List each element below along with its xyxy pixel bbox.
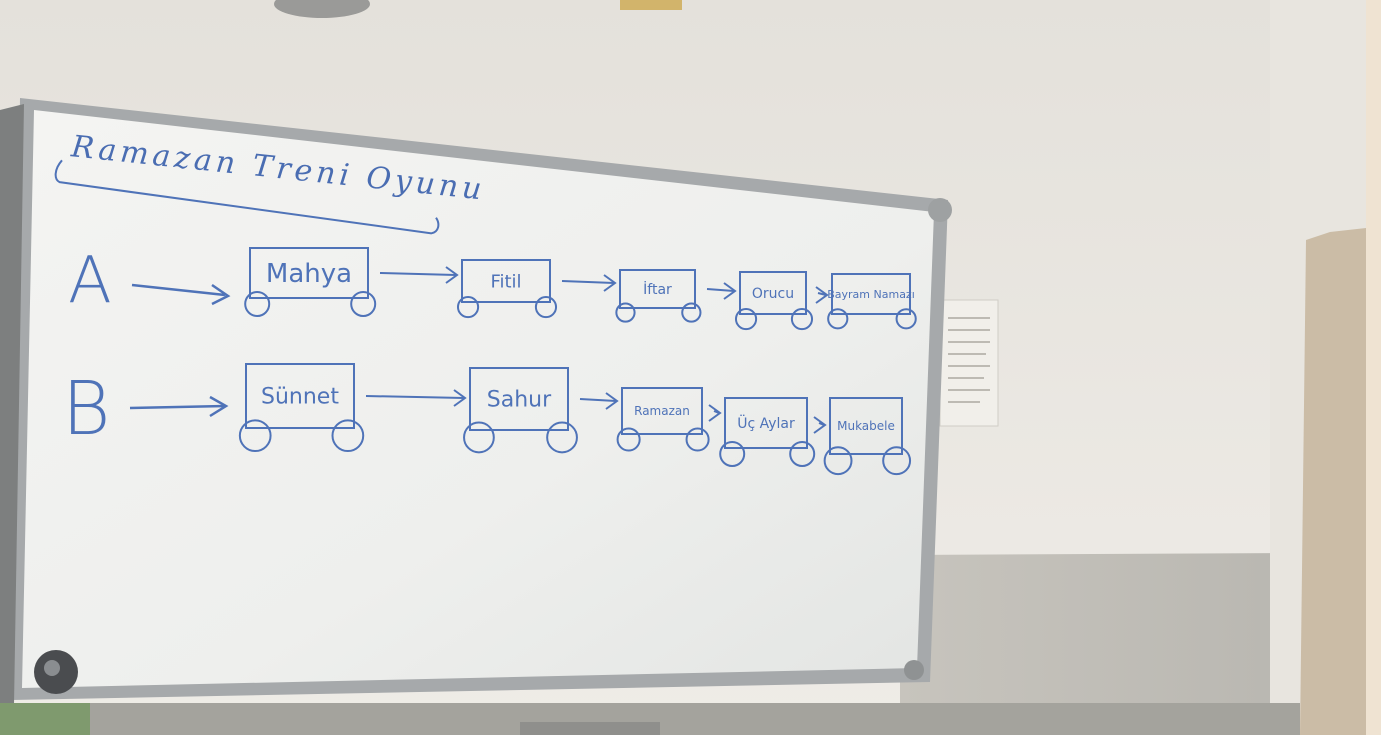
train-car-label: Mahya <box>266 259 352 289</box>
train-car-body <box>829 397 903 455</box>
connector-arrow <box>561 274 617 292</box>
train-wheel <box>734 307 758 331</box>
train-car: İftar <box>615 269 702 323</box>
train-car: Üç Aylar <box>719 397 816 467</box>
train-car: Sünnet <box>238 363 365 453</box>
train-wheel <box>463 421 495 454</box>
train-label: B <box>62 366 110 452</box>
right-edge-strip <box>1366 0 1381 735</box>
train-wheel <box>244 291 271 317</box>
train-car-label: Fitil <box>490 271 521 292</box>
whiteboard-left-shadow <box>0 104 24 705</box>
train-car-body <box>621 387 703 435</box>
train-wheel <box>790 307 814 331</box>
train-car-label: İftar <box>643 280 672 298</box>
train-car: Mahya <box>244 247 377 317</box>
train-car-body <box>469 367 569 431</box>
train-wheel <box>681 302 702 323</box>
train-car-label: Bayram Namazı <box>827 288 915 301</box>
train-wheel <box>331 419 365 453</box>
posted-paper <box>939 299 999 427</box>
train-car: Mukabele <box>823 397 912 476</box>
train-car-body <box>249 247 369 299</box>
train-car: Orucu <box>734 271 814 331</box>
train-car-label: Sahur <box>487 388 552 413</box>
connector-arrow <box>365 389 467 407</box>
train-wheel <box>827 308 849 330</box>
train-wheel <box>719 441 746 467</box>
door-frame <box>1300 228 1366 735</box>
train-car: Ramazan <box>616 387 710 452</box>
train-car-body <box>245 363 355 429</box>
train-wheel <box>685 427 710 452</box>
train-wheel <box>456 295 480 319</box>
train-wheel <box>350 291 377 317</box>
train-wheel <box>882 446 912 476</box>
train-wheel <box>616 427 641 452</box>
train-wheel <box>615 302 636 323</box>
connector-arrow <box>579 392 619 410</box>
train-car-body <box>619 269 696 309</box>
whiteboard-corner-cap <box>928 198 952 222</box>
train-wheel <box>895 308 917 330</box>
train-car: Sahur <box>463 367 578 454</box>
whiteboard-corner-cap <box>904 660 924 680</box>
train-wheel <box>789 441 816 467</box>
train-car: Bayram Namazı <box>827 273 917 330</box>
connector-arrow <box>815 286 829 304</box>
train-car-body <box>461 259 551 303</box>
train-wheel <box>238 419 272 453</box>
train-wheel <box>546 421 578 454</box>
train-car-label: Mukabele <box>837 419 895 433</box>
train-car: Fitil <box>456 259 558 319</box>
train-car-body <box>831 273 911 315</box>
train-wheel <box>534 295 558 319</box>
train-car-body <box>739 271 807 315</box>
train-car-label: Üç Aylar <box>737 414 795 432</box>
train-car-label: Sünnet <box>261 385 339 410</box>
train-car-label: Orucu <box>752 286 794 302</box>
start-arrow <box>129 395 229 418</box>
connector-arrow <box>379 266 459 284</box>
train-car-body <box>724 397 808 449</box>
start-arrow <box>131 283 231 306</box>
train-label: A <box>68 244 112 318</box>
connector-arrow <box>813 416 827 434</box>
train-wheel <box>823 446 853 476</box>
ceiling-fixture <box>274 0 370 18</box>
connector-arrow <box>708 404 722 422</box>
ceiling-object <box>620 0 682 10</box>
wall-lower-paint <box>900 553 1300 735</box>
train-car-label: Ramazan <box>634 404 690 418</box>
connector-arrow <box>706 282 737 300</box>
